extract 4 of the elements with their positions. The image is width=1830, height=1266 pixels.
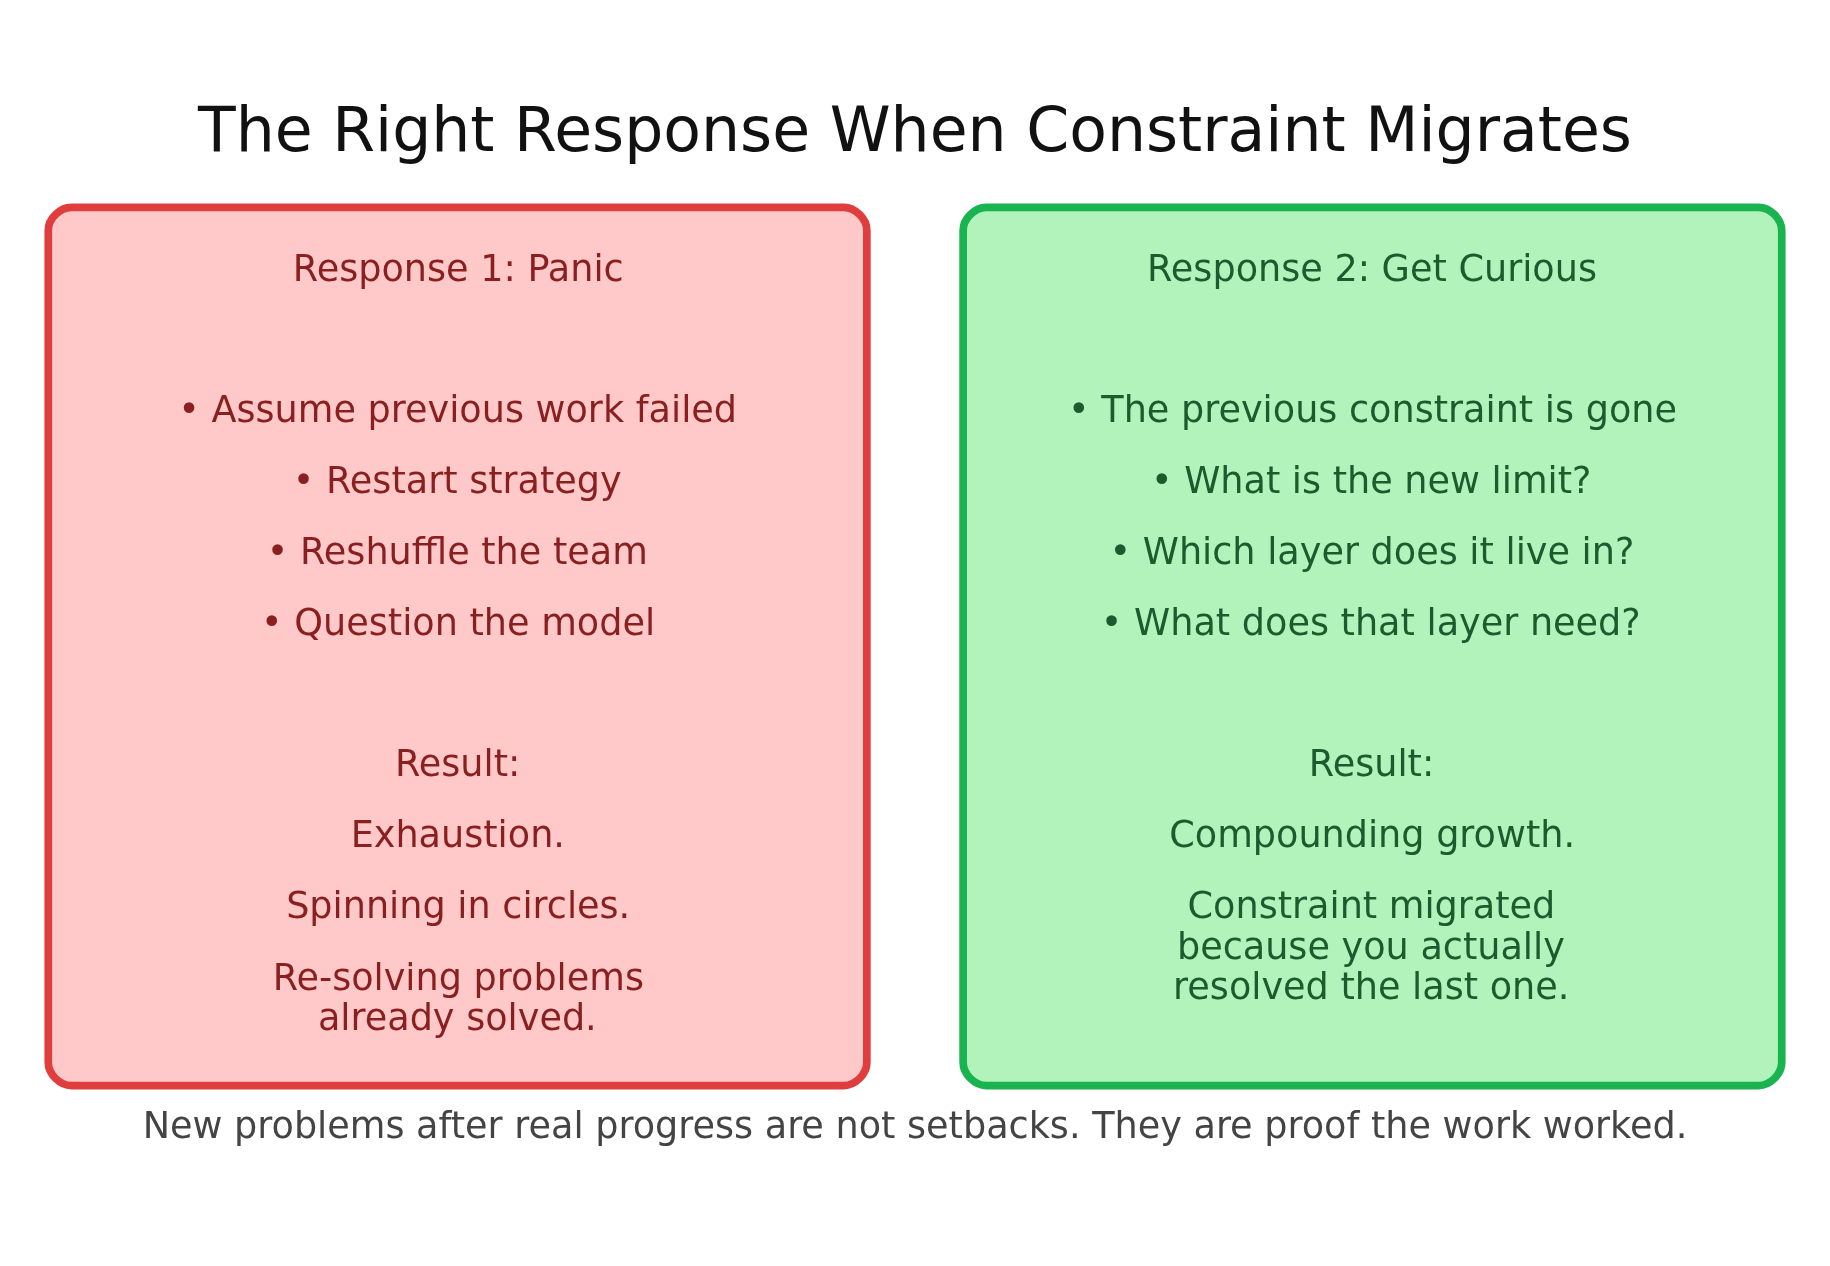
node-box: Response 2: Get Curious • The previous constraint is gone • What is the new limit? • Which layer does it live in? • What does that layer need? Result: Compounding growth. Constraint migrated because you actually resolved the last one. bbox=[959, 203, 1786, 1090]
diagram-title: The Right Response When Constraint Migrates bbox=[198, 93, 1632, 166]
caption: New problems after real progress are not setbacks. They are proof the work worked. bbox=[142, 1104, 1688, 1148]
node-box: Response 1: Panic • Assume previous work failed • Restart strategy • Reshuffle the team • Question the model Result: Exhaustion. Spinning in circles. Re-solving problems already solved. bbox=[44, 203, 871, 1090]
